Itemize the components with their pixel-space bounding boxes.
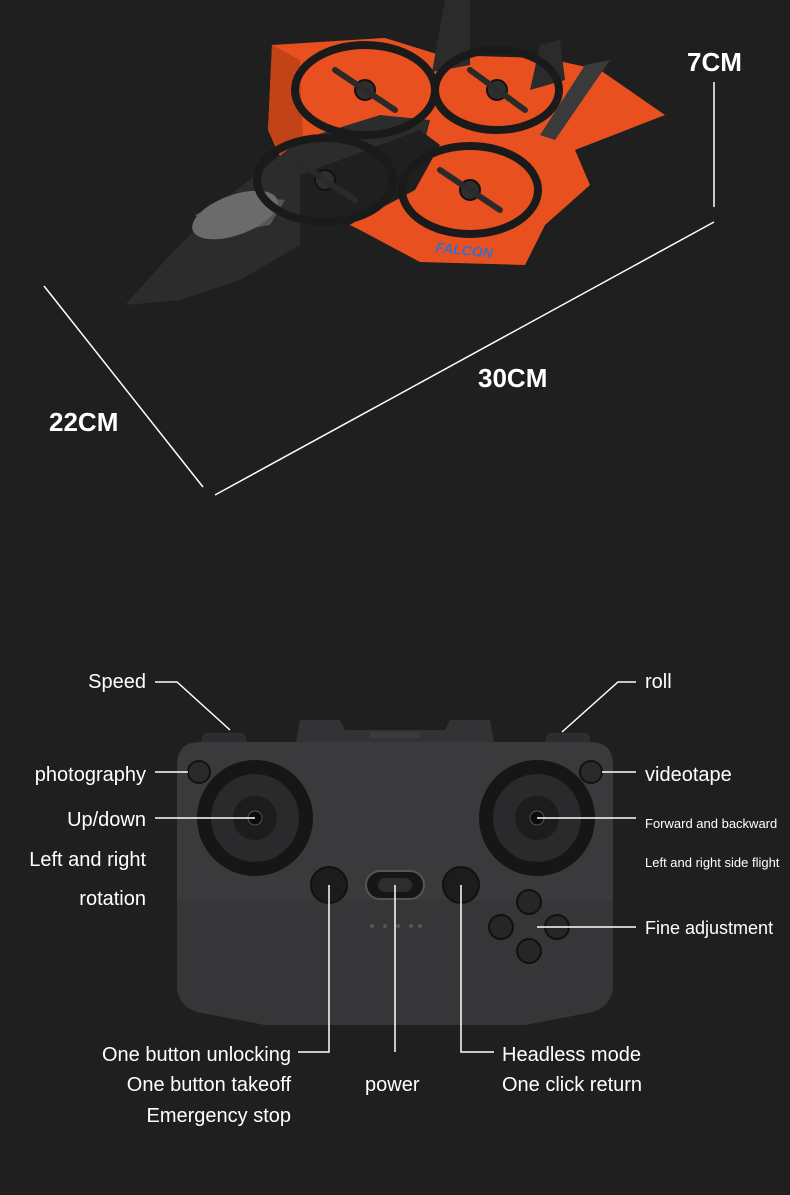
width-dimension-label: 22CM — [49, 407, 119, 437]
drone-brand-text: FALCON — [435, 239, 495, 261]
forward-backward-label: Forward and backward — [645, 816, 778, 831]
drone-illustration: FALCON — [43, 0, 715, 496]
photography-label: photography — [34, 764, 146, 786]
rotation-label: rotation — [79, 888, 146, 910]
speed-label: Speed — [88, 671, 146, 693]
fine-adjustment-label: Fine adjustment — [645, 918, 774, 938]
unlock-label: One button unlocking — [101, 1044, 291, 1066]
emergency-label: Emergency stop — [146, 1105, 291, 1127]
left-right-label: Left and right — [29, 849, 146, 871]
side-flight-label: Left and right side flight — [645, 855, 780, 870]
videotape-label: videotape — [645, 764, 732, 786]
takeoff-label: One button takeoff — [126, 1074, 291, 1096]
remote-controller — [155, 681, 636, 1053]
headless-label: Headless mode — [502, 1044, 641, 1066]
length-dimension-label: 30CM — [478, 363, 548, 393]
return-label: One click return — [502, 1074, 643, 1096]
power-label: power — [365, 1074, 420, 1096]
height-dimension-label: 7CM — [687, 47, 742, 77]
up-down-label: Up/down — [67, 809, 146, 831]
roll-label: roll — [645, 671, 672, 693]
